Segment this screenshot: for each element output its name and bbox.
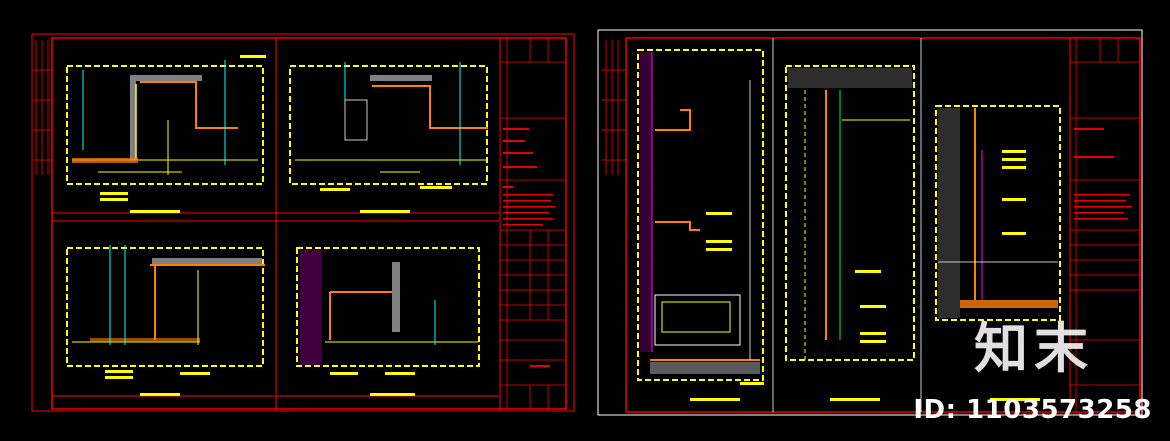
left-sheet (31, 33, 575, 412)
panel-bottom-left (66, 245, 265, 396)
left-title-block (500, 38, 566, 409)
watermark-logo: 知末 (974, 317, 1094, 380)
watermark-id: ID: 1103573258 (913, 395, 1152, 425)
panel-section-b (785, 65, 915, 401)
panel-top-left (66, 55, 266, 213)
panel-section-c (935, 105, 1061, 401)
panel-section-a (637, 49, 764, 401)
panel-bottom-right (296, 247, 480, 396)
right-sheet (597, 29, 1143, 416)
panel-top-right (289, 62, 488, 213)
right-title-block (1070, 38, 1140, 412)
